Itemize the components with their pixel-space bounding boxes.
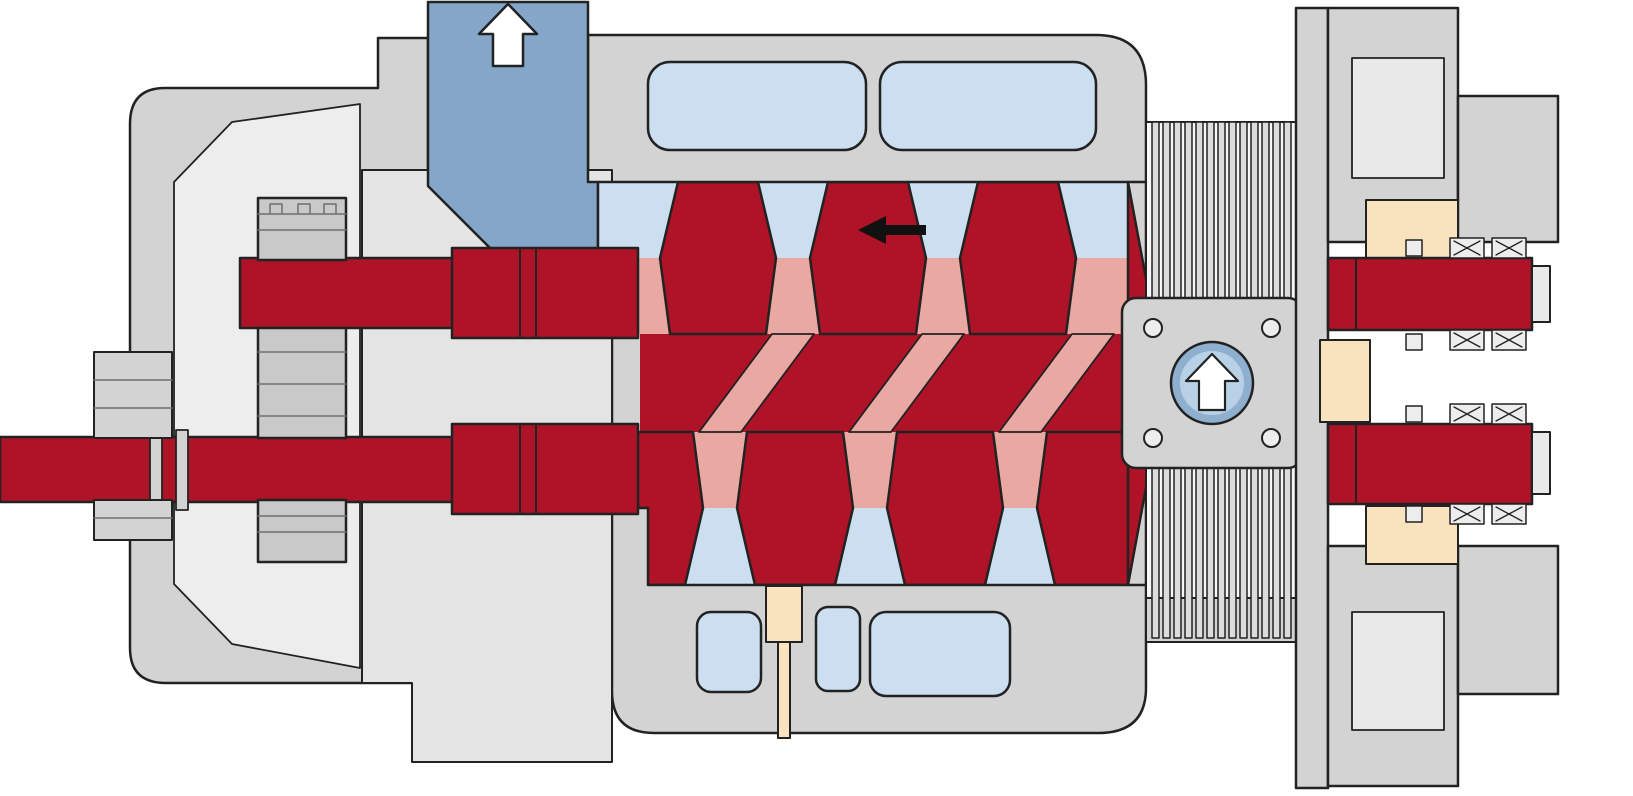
upper-shaft-coupling [450, 246, 640, 340]
lower-rotor-flight [885, 430, 1005, 585]
shaft-step-lines [519, 249, 537, 513]
oil-drain-plug [765, 585, 803, 643]
flow-direction-arrow-icon [858, 216, 926, 244]
bearing-block-top-notch [1351, 57, 1445, 179]
shaft-seal-housing-upper [93, 351, 173, 439]
bearing-block-bottom-notch [1351, 611, 1445, 731]
upper-rotor-flight [958, 182, 1078, 336]
bearing-carrier-middle [1319, 339, 1371, 423]
seal-stack-lines [93, 379, 173, 519]
shaft-seal-ring [149, 429, 163, 511]
lower-shaft-end [1326, 422, 1534, 506]
timing-gear-upper [256, 196, 348, 262]
timing-gear-mesh [256, 326, 348, 440]
screw-chamber [598, 182, 1128, 585]
casing-window-top-2 [878, 60, 1098, 152]
bearing-block-bottom-right [1456, 544, 1560, 696]
flange-bolt-hole [1143, 428, 1163, 448]
flange-bolt-hole [1261, 428, 1281, 448]
rotor-core-stripe [698, 333, 815, 433]
upper-rotor-flight [808, 182, 928, 336]
discharge-arrow-icon [477, 2, 539, 68]
lower-drive-shaft [0, 435, 456, 504]
lower-shaft-coupling [450, 422, 640, 516]
rolling-bearings [1405, 237, 1527, 525]
casing-window-bottom-1 [695, 610, 763, 694]
casing-window-bottom-2 [814, 605, 862, 693]
chamber-wall-outline [596, 180, 1148, 587]
rotor-core-stripe [848, 333, 965, 433]
lower-rotor-flight [1035, 430, 1128, 585]
gear-detail-lines [257, 203, 347, 533]
shaft-seal-ring [175, 429, 189, 511]
upper-rotor-flight [658, 182, 778, 336]
oil-drain-stem [777, 641, 791, 739]
shaft-end-cap-upper [1531, 265, 1551, 323]
flange-bolt-hole [1261, 318, 1281, 338]
upper-shaft-end [1326, 256, 1534, 332]
shaft-seal-housing-lower [93, 499, 173, 541]
diagram-root [0, 0, 1560, 790]
bearing-block-top-right [1456, 94, 1560, 244]
rotor-core-stripe [998, 333, 1115, 433]
flange-bolt-hole [1143, 318, 1163, 338]
upper-drive-shaft [238, 256, 458, 330]
bearing-cross-marks [1453, 240, 1523, 522]
casing-window-bottom-3 [868, 610, 1012, 698]
shaft-end-cap-lower [1531, 431, 1551, 495]
suction-arrow-icon [1184, 352, 1240, 412]
timing-gear-lower [256, 498, 348, 564]
casing-window-top-1 [646, 60, 868, 152]
lower-rotor-flight [735, 430, 855, 585]
